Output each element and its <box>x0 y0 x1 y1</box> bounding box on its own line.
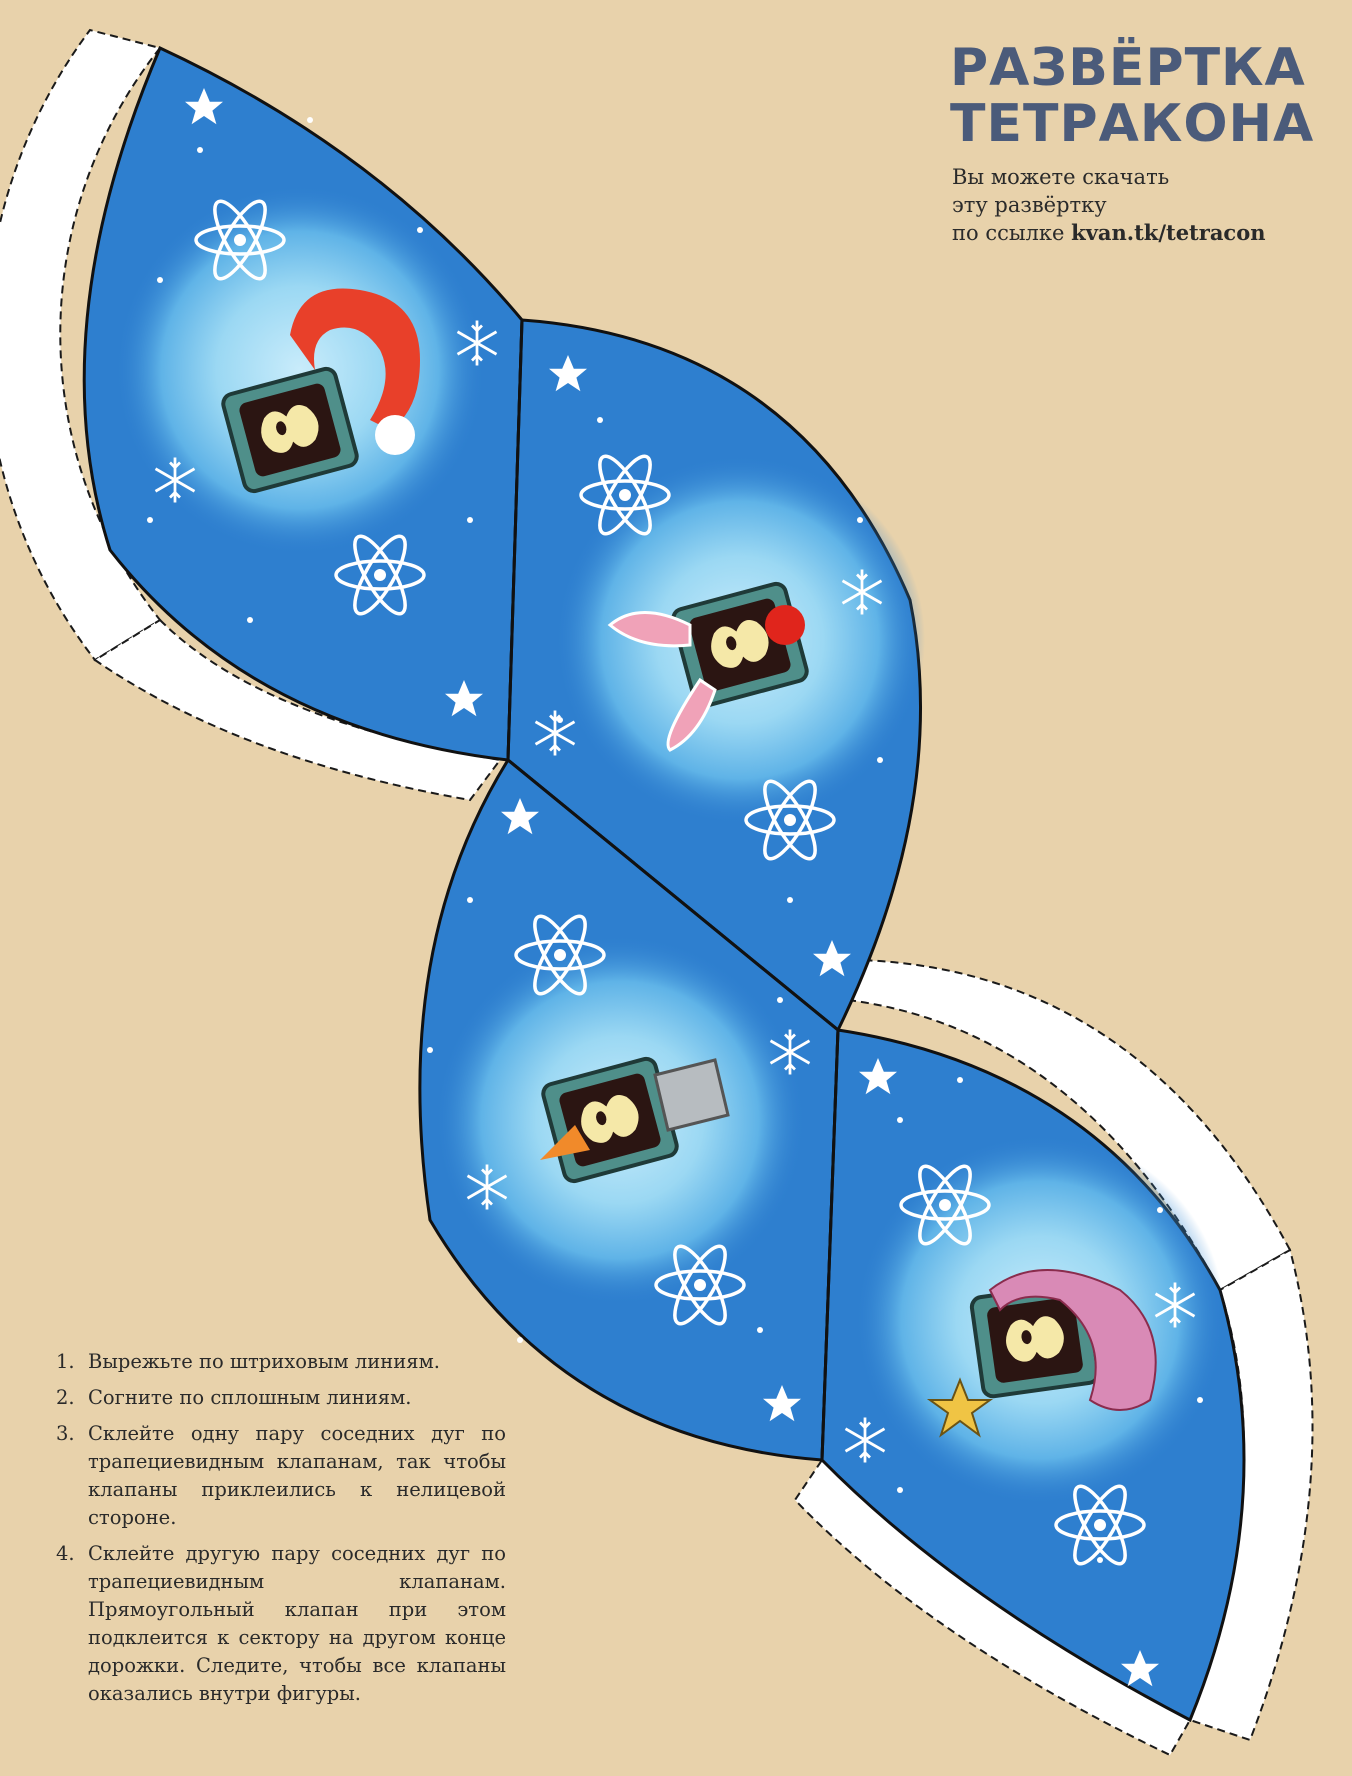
instructions-list: 1. Вырежьте по штриховым линиям. 2. Согнит… <box>56 1348 506 1716</box>
download-note-line-3: по ссылке kvan.tk/tetracon <box>952 219 1266 247</box>
instruction-item: 1. Вырежьте по штриховым линиям. <box>56 1348 506 1376</box>
download-note-line-1: Вы можете скачать <box>952 165 1170 189</box>
instruction-item: 2. Согните по сплошным линиям. <box>56 1384 506 1412</box>
download-note: Вы можете скачать эту развёртку по ссылк… <box>952 163 1266 247</box>
title-line-1: РАЗВЁРТКА <box>950 38 1306 98</box>
snow-dots <box>147 117 1203 1563</box>
instruction-text: Вырежьте по штриховым линиям. <box>88 1350 440 1373</box>
download-note-line-2: эту развёртку <box>952 193 1107 217</box>
instruction-text: Склейте одну пару соседних дуг по трапец… <box>88 1422 506 1529</box>
instruction-item: 3. Склейте одну пару соседних дуг по трап… <box>56 1420 506 1532</box>
download-note-prefix: по ссылке <box>952 221 1065 245</box>
instruction-number: 2. <box>56 1386 75 1409</box>
download-link[interactable]: kvan.tk/tetracon <box>1071 220 1266 245</box>
character-santa <box>219 288 420 496</box>
character-bunny <box>607 579 811 752</box>
character-scarf <box>926 1269 1157 1438</box>
fold-lines <box>506 319 840 1461</box>
instruction-text: Согните по сплошным линиям. <box>88 1386 412 1409</box>
title-line-2: ТЕТРАКОНА <box>950 94 1315 154</box>
instruction-number: 3. <box>56 1422 75 1445</box>
instruction-number: 1. <box>56 1350 75 1373</box>
instruction-text: Склейте другую пару соседних дуг по трап… <box>88 1542 506 1705</box>
instruction-number: 4. <box>56 1542 75 1565</box>
page-title: РАЗВЁРТКА ТЕТРАКОНА <box>950 40 1314 152</box>
instruction-item: 4. Склейте другую пару соседних дуг по тр… <box>56 1540 506 1708</box>
character-snowman <box>539 1054 730 1186</box>
